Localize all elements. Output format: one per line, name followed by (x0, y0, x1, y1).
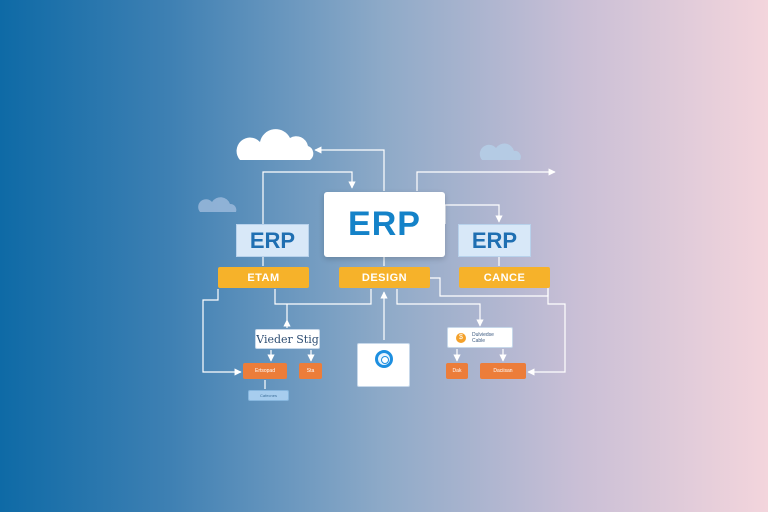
erp-left-module: ERP (236, 224, 309, 257)
center-card (357, 343, 410, 387)
chip-4: Daciisan (480, 363, 526, 379)
right-card: $ Dulviedse Cable (447, 327, 513, 348)
tag-left: ETAM (218, 267, 309, 288)
cloud-icon (479, 143, 521, 160)
chip-3: Dak (446, 363, 468, 379)
coin-icon: $ (456, 332, 466, 343)
tag-right: CANCE (459, 267, 550, 288)
chip-2: Sta (299, 363, 322, 379)
tag-center: DESIGN (339, 267, 430, 288)
sync-icon (374, 350, 393, 368)
erp-main-title: ERP (324, 192, 445, 257)
cloud-icon (198, 197, 237, 212)
cloud-icon (236, 129, 314, 160)
bottom-pill: Cafecnes (248, 390, 289, 401)
chip-1: Ertsopad (243, 363, 287, 379)
right-card-line-1: Dulviedse (472, 331, 494, 338)
erp-right-module: ERP (458, 224, 531, 257)
left-card: Vieder Stig (255, 329, 320, 349)
right-card-line-2: Cable (472, 337, 486, 344)
